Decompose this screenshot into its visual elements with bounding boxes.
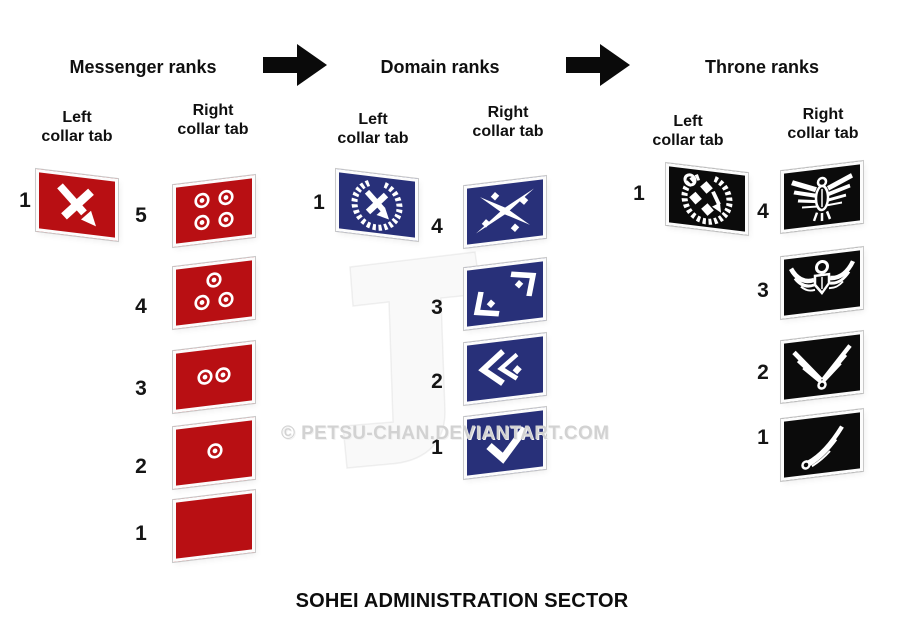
pip-icon <box>194 294 210 311</box>
rank-number: 1 <box>135 522 147 545</box>
messenger-left-collar-header: Left collar tab <box>22 108 132 146</box>
header-line: Left <box>673 113 703 130</box>
pip-icon <box>206 272 222 288</box>
header-line: collar tab <box>652 132 724 149</box>
throne-right-tab-4 <box>781 160 863 234</box>
single-wing-icon <box>801 425 844 470</box>
messenger-right-tab-3 <box>173 340 255 414</box>
domain-left-tab-1 <box>336 168 418 242</box>
watermark-text: © PETSU-CHAN.DEVIANTART.COM <box>281 423 610 444</box>
throne-left-tab-1 <box>666 162 748 236</box>
messenger-right-tab-4 <box>173 256 255 330</box>
throne-right-collar-header: Right collar tab <box>768 105 878 143</box>
domain-right-collar-header: Right collar tab <box>453 103 563 141</box>
star-cross-diamonds-icon <box>476 188 534 234</box>
header-line: Left <box>62 109 92 126</box>
header-line: collar tab <box>177 121 249 138</box>
header-line: Right <box>192 102 234 119</box>
pip-icon <box>218 211 234 228</box>
arrow-right-icon <box>263 44 327 86</box>
rank-number: 3 <box>757 279 769 302</box>
rank-number: 2 <box>431 370 443 393</box>
domain-right-tab-1 <box>464 406 546 480</box>
page-title: SOHEI ADMINISTRATION SECTOR <box>295 590 629 612</box>
header-line: collar tab <box>41 128 113 145</box>
header-line: Right <box>487 104 529 121</box>
domain-ranks-title: Domain ranks <box>380 57 500 77</box>
v-wings-icon <box>792 344 852 390</box>
rank-number: 4 <box>135 295 147 318</box>
rank-number: 5 <box>135 204 147 227</box>
crossed-arrow-icon <box>57 183 96 227</box>
messenger-right-collar-header: Right collar tab <box>158 101 268 139</box>
rank-number: 4 <box>431 215 443 238</box>
pips-icon <box>207 443 223 459</box>
header-line: collar tab <box>337 130 409 147</box>
pip-icon <box>194 214 210 231</box>
domain-right-tab-3 <box>464 257 546 331</box>
header-line: Left <box>358 111 388 128</box>
rank-number: 1 <box>431 436 443 459</box>
rank-number: 1 <box>19 189 31 212</box>
domain-right-tab-4 <box>464 175 546 249</box>
messenger-left-tab-1 <box>36 168 118 242</box>
pip-icon <box>197 369 213 385</box>
header-line: collar tab <box>787 125 859 142</box>
pips-icon <box>194 189 234 231</box>
pips-icon <box>197 367 231 385</box>
header-line: Right <box>802 106 844 123</box>
rank-number: 3 <box>431 296 443 319</box>
throne-right-tab-3 <box>781 246 863 320</box>
rank-number: 4 <box>757 200 769 223</box>
throne-right-tab-2 <box>781 330 863 404</box>
rank-number: 1 <box>633 182 645 205</box>
rank-number: 2 <box>757 361 769 384</box>
wreath-pinwheel-icon <box>681 173 733 225</box>
messenger-right-tab-1 <box>173 489 255 563</box>
pip-icon <box>215 367 231 383</box>
checkmark-icon <box>486 426 528 464</box>
throne-ranks-title: Throne ranks <box>704 57 820 77</box>
messenger-ranks-title: Messenger ranks <box>69 57 217 77</box>
messenger-right-tab-2 <box>173 416 255 490</box>
rank-number: 2 <box>135 455 147 478</box>
rank-number: 1 <box>757 426 769 449</box>
double-chevron-diamond-icon <box>478 349 522 386</box>
eagle-icon <box>791 173 853 222</box>
messenger-right-tab-5 <box>173 174 255 248</box>
header-line: collar tab <box>472 123 544 140</box>
wreath-crossed-arrow-icon <box>351 180 403 231</box>
arrow-right-icon <box>566 44 630 86</box>
throne-right-tab-1 <box>781 408 863 482</box>
pip-icon <box>207 443 223 459</box>
rank-number: 1 <box>313 191 325 214</box>
domain-right-tab-2 <box>464 332 546 406</box>
watermark-logo <box>342 251 482 469</box>
pips-icon <box>194 272 234 311</box>
rank-number: 3 <box>135 377 147 400</box>
domain-left-collar-header: Left collar tab <box>318 110 428 148</box>
corner-brackets-diamonds-icon <box>473 271 537 317</box>
pip-icon <box>218 291 234 308</box>
pip-icon <box>218 189 234 206</box>
winged-shield-icon <box>788 259 856 296</box>
pip-icon <box>194 192 210 209</box>
throne-left-collar-header: Left collar tab <box>633 112 743 150</box>
